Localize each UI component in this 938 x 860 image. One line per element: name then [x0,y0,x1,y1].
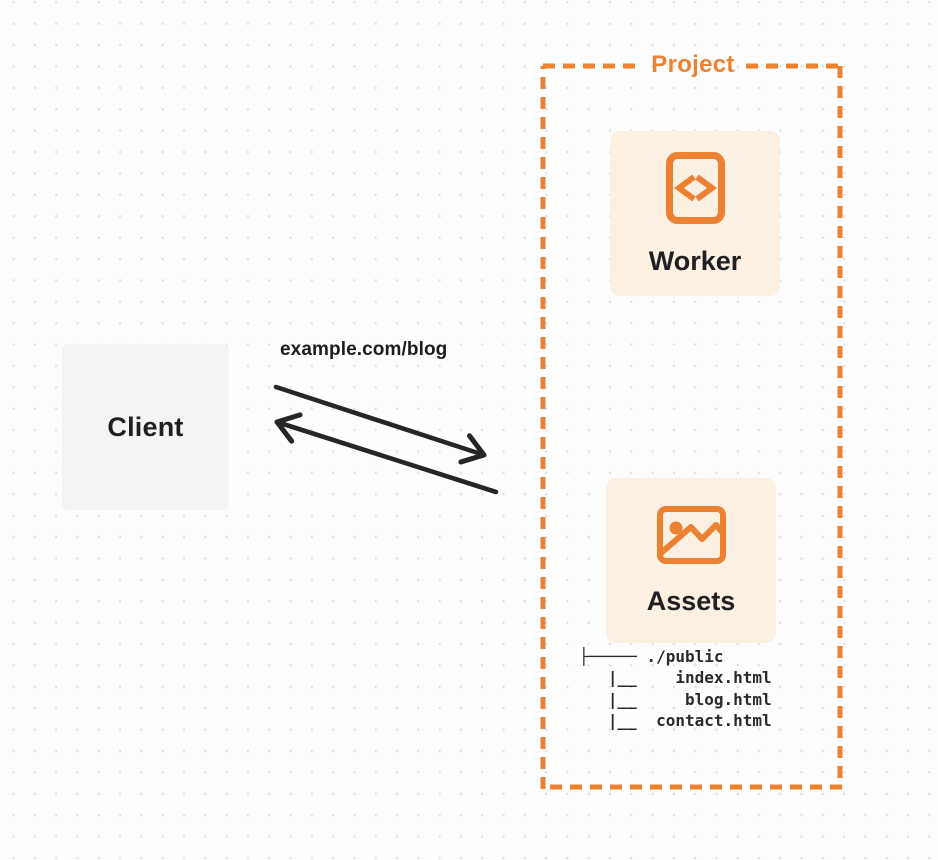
code-file-icon [665,152,725,224]
client-node: Client [62,344,229,510]
worker-node: Worker [610,131,780,296]
request-arrow [273,384,487,465]
worker-node-label: Worker [648,246,742,276]
image-icon [656,506,726,564]
file-tree-item-blog: |__ blog.html [579,689,772,709]
assets-node-label: Assets [646,586,736,616]
request-url-label: example.com/blog [280,339,448,360]
assets-file-tree: ├───── ./public |__ index.html |__ blog.… [579,646,772,731]
file-tree-item-index: |__ index.html [579,668,772,688]
project-boundary-label: Project [651,51,735,78]
response-arrow [274,412,499,495]
assets-node: Assets [606,478,776,643]
file-tree-item-contact: |__ contact.html [579,710,772,730]
file-tree-root: ├───── ./public [579,647,724,666]
client-node-label: Client [107,411,184,442]
